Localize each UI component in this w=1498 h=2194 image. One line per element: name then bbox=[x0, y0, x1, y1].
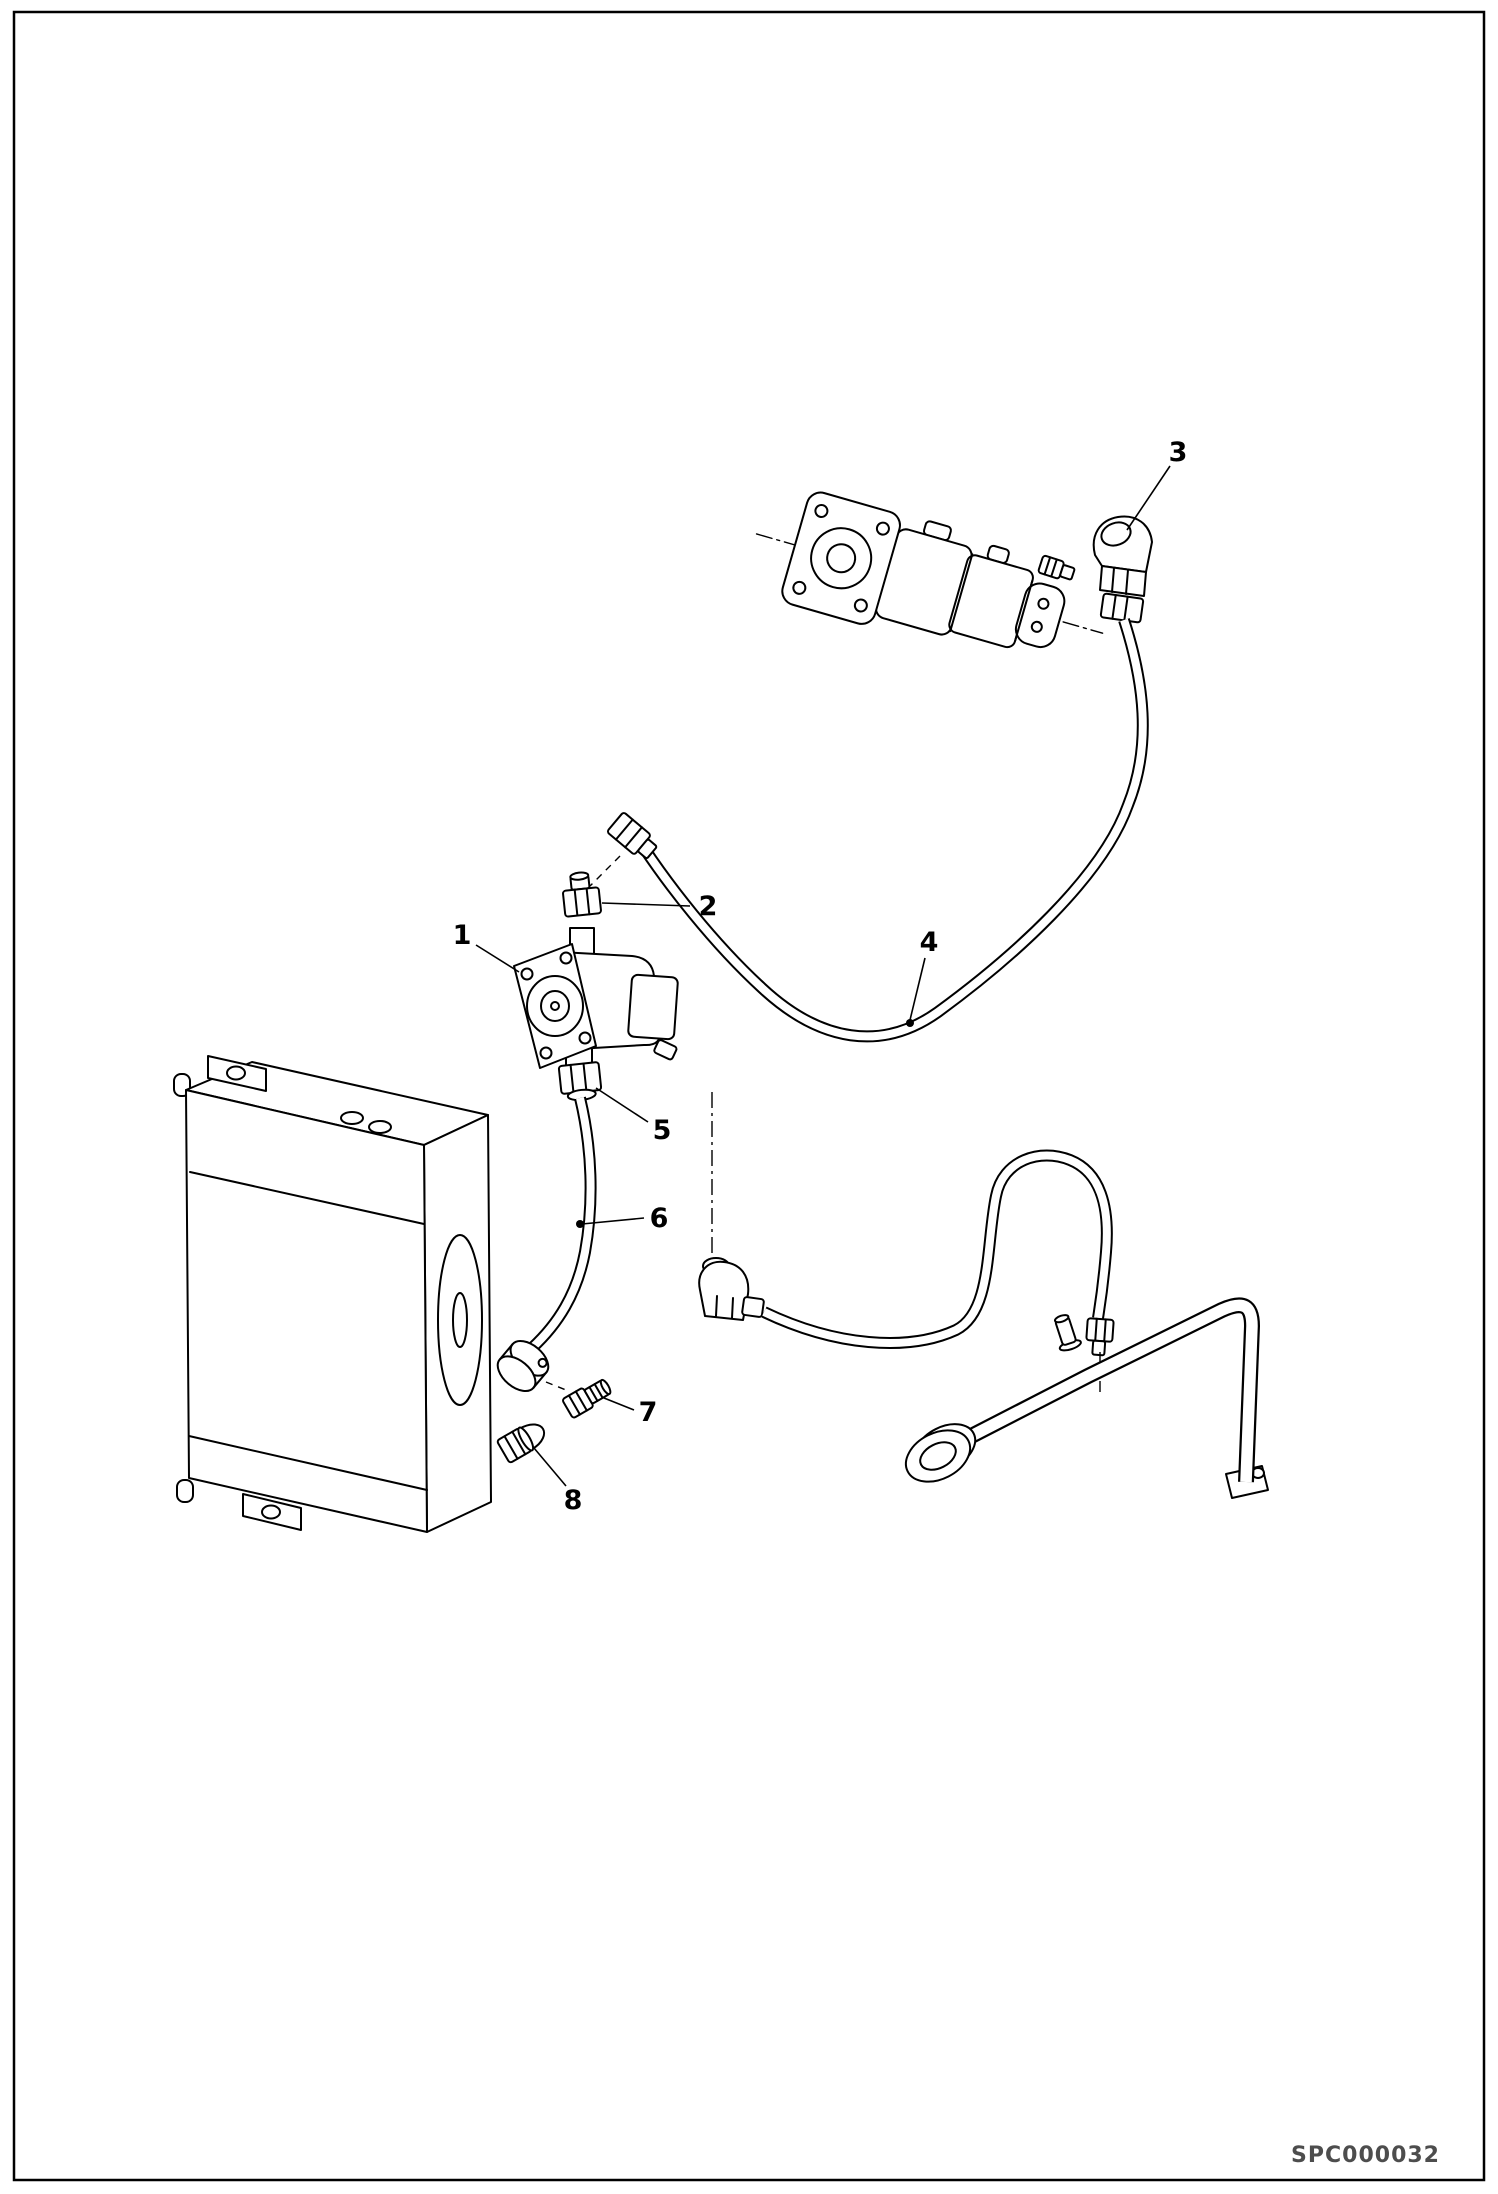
fitting-2 bbox=[562, 871, 602, 918]
callout-leaders bbox=[475, 465, 1171, 1487]
elbow-3-face bbox=[1100, 521, 1132, 547]
motor-bolt-3 bbox=[578, 1031, 592, 1045]
tube-plug bbox=[1053, 1314, 1082, 1352]
pump-flange-bolt-3 bbox=[792, 580, 807, 595]
leader-4 bbox=[909, 957, 926, 1021]
motor-valve-block bbox=[627, 973, 679, 1041]
drawing-code: SPC000032 bbox=[1291, 2143, 1440, 2168]
cooler-hook-bottom bbox=[176, 1479, 194, 1503]
cooler-side-face bbox=[423, 1114, 492, 1533]
leader-3 bbox=[1126, 465, 1171, 531]
pump-section-line-2 bbox=[1014, 579, 1034, 642]
pump-flange-bolt-2 bbox=[875, 521, 890, 536]
motor-bolt-1 bbox=[520, 967, 534, 981]
cooler-tank-line-top bbox=[189, 1171, 425, 1225]
pump-endcap-bolt-2 bbox=[1030, 620, 1043, 633]
hose-6-flange bbox=[496, 1340, 550, 1392]
tube-flange-nut bbox=[904, 1423, 977, 1483]
leader-8 bbox=[533, 1447, 567, 1487]
callout-7: 7 bbox=[639, 1397, 658, 1428]
callout-8: 8 bbox=[564, 1485, 583, 1516]
cooler-fan-shroud bbox=[437, 1234, 483, 1406]
assembly-dash-hose4-to-fitting2 bbox=[589, 855, 621, 887]
fitting-7 bbox=[562, 1378, 612, 1419]
oil-cooler bbox=[173, 1055, 492, 1533]
motor-valve-plug bbox=[653, 1039, 678, 1061]
hose-6 bbox=[527, 1096, 597, 1353]
leader-1 bbox=[475, 944, 520, 973]
cooler-bracket-top-hole bbox=[226, 1065, 246, 1081]
pump-shaft bbox=[826, 543, 857, 574]
cooler-tank-line-bottom bbox=[188, 1435, 428, 1491]
fan-motor bbox=[513, 927, 679, 1073]
elbow-right-outlet bbox=[741, 1296, 765, 1318]
leader-6 bbox=[581, 1217, 645, 1225]
callout-4: 4 bbox=[920, 927, 939, 958]
pump-port-plug bbox=[1037, 554, 1076, 581]
cooler-cap-1 bbox=[340, 1111, 364, 1125]
assembly-dash-flange-to-fitting7 bbox=[545, 1381, 567, 1391]
rigid-tube bbox=[944, 1297, 1261, 1483]
hose-4-top-nut bbox=[1099, 592, 1145, 624]
plug-8 bbox=[496, 1423, 546, 1464]
cooler-bracket-bottom-hole bbox=[261, 1504, 281, 1520]
elbow-3-hex bbox=[1099, 565, 1147, 597]
pump-flange-bolt-1 bbox=[814, 503, 829, 518]
leader-7 bbox=[603, 1397, 635, 1411]
hose-right bbox=[761, 1149, 1113, 1349]
elbow-fitting-right bbox=[698, 1257, 765, 1321]
cooler-cap-2 bbox=[368, 1120, 392, 1134]
leader-2 bbox=[601, 902, 691, 907]
callout-2: 2 bbox=[699, 891, 718, 922]
hydraulic-pump bbox=[755, 491, 1104, 649]
cooler-fan-hub bbox=[452, 1292, 468, 1348]
callout-5: 5 bbox=[653, 1115, 672, 1146]
fitting-5 bbox=[557, 1061, 603, 1102]
motor-shaft-center bbox=[550, 1001, 560, 1011]
leader-4-dot bbox=[906, 1019, 914, 1027]
motor-bolt-4 bbox=[539, 1046, 553, 1060]
hose-4 bbox=[639, 618, 1149, 1043]
hose-right-end-fitting bbox=[1085, 1317, 1115, 1357]
callout-3: 3 bbox=[1169, 437, 1188, 468]
pump-endcap-bolt-1 bbox=[1037, 597, 1050, 610]
leader-6-dot bbox=[576, 1220, 584, 1228]
cooler-front-face bbox=[185, 1089, 428, 1533]
elbow-fitting-3 bbox=[1092, 515, 1153, 597]
hose-4-end-nut bbox=[607, 812, 658, 860]
pump-flange-bolt-4 bbox=[853, 598, 868, 613]
motor-bolt-2 bbox=[559, 951, 573, 965]
pump-section-line-1 bbox=[949, 553, 974, 633]
leader-5 bbox=[595, 1087, 649, 1123]
callout-6: 6 bbox=[650, 1203, 669, 1234]
page-border bbox=[12, 10, 1486, 2182]
callout-1: 1 bbox=[453, 920, 472, 951]
